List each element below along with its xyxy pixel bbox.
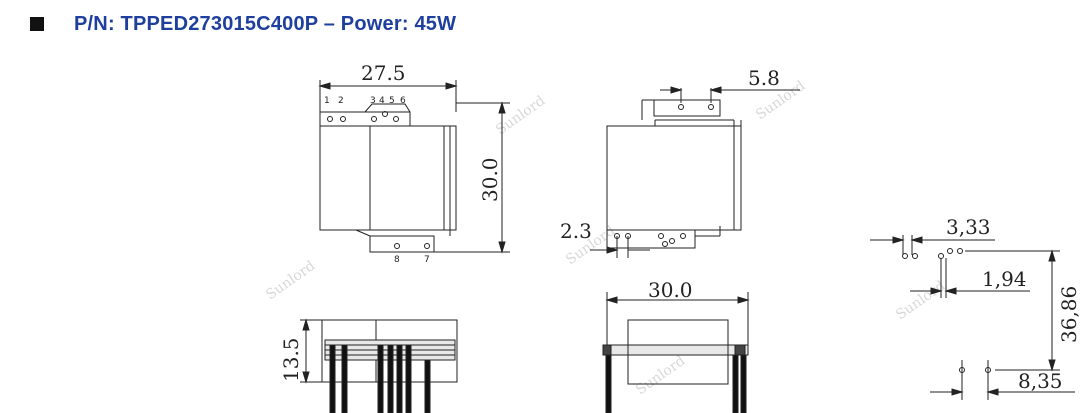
- pin-label-1: 1: [324, 96, 330, 106]
- side-view: [590, 86, 800, 258]
- watermark-5: Sunlord: [633, 353, 688, 398]
- top-view: [318, 80, 510, 254]
- pcb-spacing-label: 3,33: [946, 215, 991, 239]
- watermark-6: Sunlord: [893, 278, 948, 323]
- pcb-height-label: 36,86: [1057, 286, 1080, 343]
- bottom-middle-width-label: 30.0: [648, 278, 693, 302]
- top-view-height-label: 30.0: [478, 157, 502, 202]
- top-view-width-label: 27.5: [361, 61, 406, 85]
- side-view-pin-spacing-label: 5.8: [748, 66, 780, 90]
- watermark-3: Sunlord: [263, 258, 318, 303]
- pin-label-7: 7: [424, 255, 430, 265]
- pin-label-4: 4: [379, 96, 385, 106]
- header: P/N: TPPED273015C400P – Power: 45W: [30, 8, 456, 40]
- pin-label-8: 8: [394, 255, 400, 265]
- bottom-left-height-label: 13.5: [279, 337, 303, 382]
- bottom-left-view: [300, 318, 458, 413]
- pin-label-3: 3: [370, 96, 376, 106]
- pin-label-6: 6: [400, 96, 406, 106]
- pin-label-2: 2: [338, 96, 344, 106]
- pcb-pin-gap-label: 1,94: [982, 267, 1027, 291]
- bottom-middle-view: [602, 292, 750, 413]
- pcb-width-label: 8,35: [1018, 369, 1063, 393]
- pcb-layout: [870, 235, 1075, 400]
- square-bullet-icon: [30, 17, 44, 31]
- watermark-1: Sunlord: [493, 93, 548, 138]
- side-view-offset-label: 2.3: [560, 219, 592, 243]
- page-title: P/N: TPPED273015C400P – Power: 45W: [74, 12, 457, 35]
- pin-label-5: 5: [389, 96, 395, 106]
